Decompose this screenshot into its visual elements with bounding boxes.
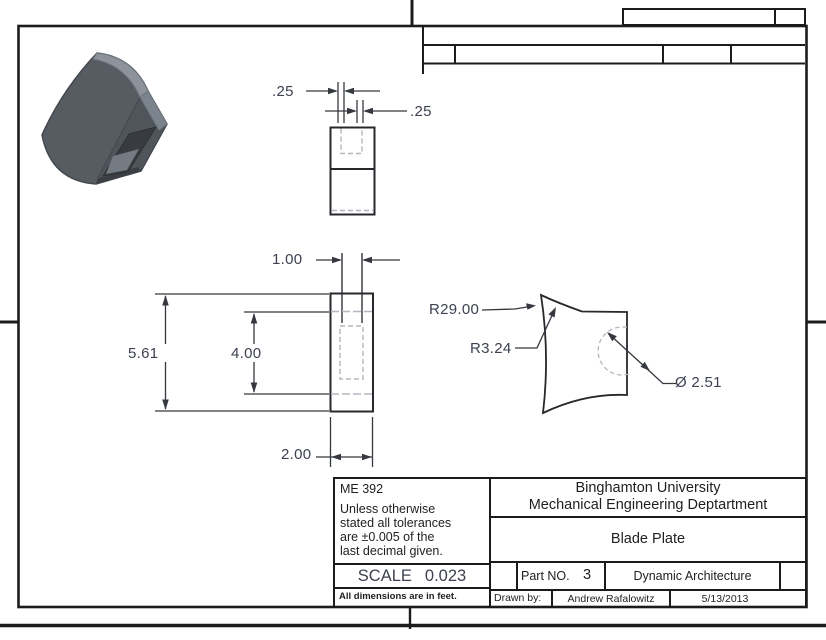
dim-overall-height	[155, 293, 329, 412]
leader-large-radius	[481, 303, 536, 311]
dim-label-hole-diameter: Ø 2.51	[675, 374, 722, 391]
course-code: ME 392	[340, 482, 384, 496]
iso-bottom-sliver	[96, 167, 141, 184]
title-block-grid	[333, 477, 807, 608]
front-view-hidden-lines	[331, 310, 372, 395]
dim-label-slot-height: 4.00	[231, 345, 262, 362]
tolerance-note-line4: last decimal given.	[340, 544, 443, 558]
dim-slot-width	[316, 256, 400, 264]
drawn-by-name: Andrew Rafalowitz	[567, 593, 655, 605]
units-note: All dimensions are in feet.	[339, 591, 457, 602]
leader-small-radius	[515, 307, 556, 349]
drawing-title: Blade Plate	[610, 531, 686, 547]
drawn-by-label: Drawn by:	[494, 592, 542, 604]
organization-line1: Binghamton University	[575, 480, 721, 496]
side-view-outline	[539, 293, 628, 415]
date-value: 5/13/2013	[701, 593, 749, 605]
dim-label-small-radius: R3.24	[470, 340, 512, 357]
scale-value: 0.023	[424, 567, 467, 585]
top-view-hidden-lines	[332, 128, 373, 212]
dim-label-wall-right: .25	[410, 103, 432, 120]
dim-wall-right	[325, 100, 407, 123]
dim-slot-height	[244, 311, 329, 395]
project-name: Dynamic Architecture	[633, 569, 752, 583]
tolerance-note-line2: stated all tolerances	[340, 516, 452, 530]
iso-slot-far-wall	[106, 149, 139, 174]
dim-label-slot-width: 1.00	[272, 251, 303, 268]
dim-wall-left	[306, 82, 380, 123]
scale-label: SCALE	[357, 567, 412, 585]
dim-label-large-radius: R29.00	[429, 301, 480, 318]
dim-overall-width	[316, 417, 374, 467]
tolerance-note-line1: Unless otherwise	[340, 502, 436, 516]
part-no-value: 3	[582, 567, 592, 583]
dim-label-wall-left: .25	[272, 83, 294, 100]
part-no-label: Part NO.	[521, 569, 570, 583]
isometric-view	[41, 52, 168, 185]
organization-line2: Mechanical Engineering Deptartment	[528, 497, 768, 513]
top-view-outline	[329, 126, 376, 216]
side-view-hidden-hole	[597, 326, 630, 376]
dim-label-overall-height: 5.61	[128, 345, 159, 362]
revision-table	[422, 8, 806, 74]
scale-row: SCALE 0.023	[334, 567, 490, 586]
dim-label-overall-width: 2.00	[281, 446, 312, 463]
front-view-slot-edges	[341, 253, 363, 323]
leader-hole-diameter	[607, 332, 676, 385]
front-view-outline	[329, 292, 374, 413]
iso-top-band-2	[139, 90, 168, 131]
tolerance-note-line3: are ±0.005 of the	[340, 530, 435, 544]
